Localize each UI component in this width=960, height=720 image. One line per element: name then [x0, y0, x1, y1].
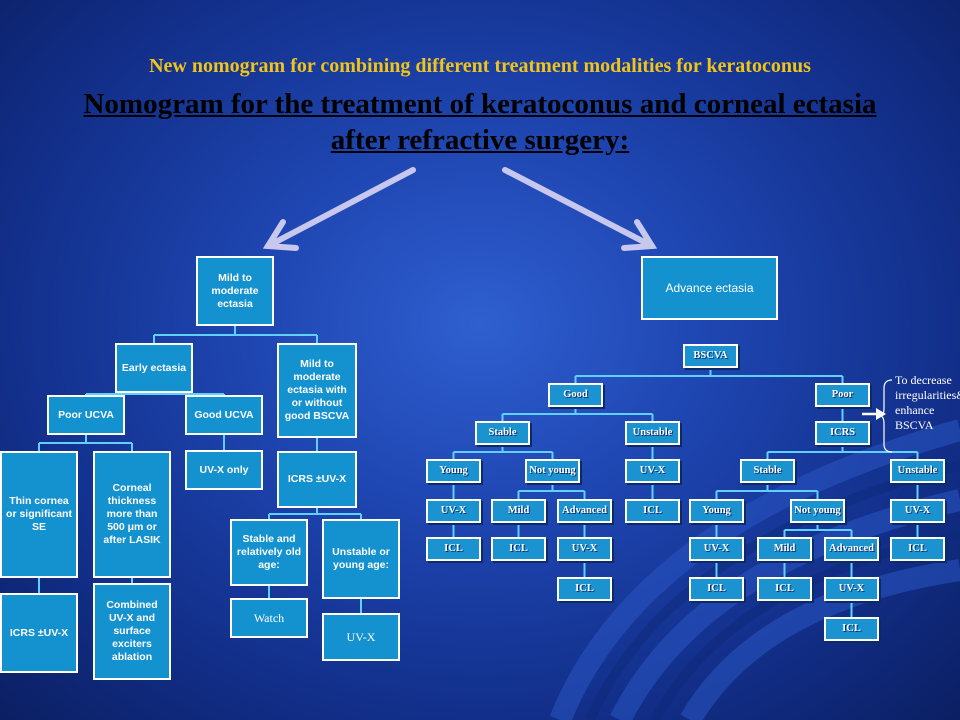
good-advanced-uvx-label: UV-X: [571, 543, 598, 554]
poor-mild-icl-label: ICL: [775, 583, 794, 594]
node-bscva: BSCVA: [683, 344, 738, 368]
connector-R_gstable: [452, 445, 554, 459]
good-advanced-icl-label: ICL: [575, 583, 594, 594]
poor-mild-label: Mild: [773, 543, 796, 554]
connector-R_pstable: [715, 483, 819, 499]
node-good-advanced: Advanced: [557, 499, 612, 523]
connector-R_gnotyoung: [517, 483, 586, 499]
node-poor: Poor: [815, 383, 870, 407]
good-unstable-label: Unstable: [632, 427, 673, 438]
node-poor-advanced-icl: ICL: [824, 617, 879, 641]
good-not-young-label: Not young: [529, 465, 576, 476]
node-poor-mild-icl: ICL: [757, 577, 812, 601]
node-poor-advanced-uvx: UV-X: [824, 577, 879, 601]
good-mild-icl-label: ICL: [509, 543, 528, 554]
node-combined-ablation: Combined UV-X and surface exciters ablat…: [93, 583, 171, 680]
node-uvx: UV-X: [322, 613, 400, 661]
node-icrs-uvx-1: ICRS ±UV-X: [0, 593, 78, 673]
node-unstable-young-age: Unstable or young age:: [322, 519, 400, 599]
good-unstable-uvx-label: UV-X: [639, 465, 666, 476]
poor-young-uvx-label: UV-X: [703, 543, 730, 554]
node-good-young: Young: [426, 459, 481, 483]
good-young-uvx-label: UV-X: [440, 505, 467, 516]
node-good-stable: Stable: [475, 421, 530, 445]
annotation-text: To decrease irregularities& enhance BSCV…: [895, 373, 960, 432]
connector-L_poor: [38, 435, 133, 451]
poor-advanced-uvx-label: UV-X: [838, 583, 865, 594]
node-good: Good: [548, 383, 603, 407]
bscva-label: BSCVA: [693, 350, 728, 361]
node-uvx-only: UV-X only: [185, 450, 263, 490]
node-good-unstable-uvx: UV-X: [625, 459, 680, 483]
annotation-brace: [880, 379, 893, 453]
connector-L_icrs2: [268, 508, 362, 519]
node-poor-stable: Stable: [740, 459, 795, 483]
node-good-young-icl: ICL: [426, 537, 481, 561]
slide-title: Nomogram for the treatment of keratoconu…: [83, 88, 877, 156]
poor-advanced-icl-label: ICL: [842, 623, 861, 634]
connector-R_good: [501, 407, 654, 421]
poor-label: Poor: [831, 389, 854, 400]
node-poor-unstable-uvx: UV-X: [890, 499, 945, 523]
slide-subtitle: New nomogram for combining different tre…: [149, 55, 811, 77]
node-mild-to-moderate-bscva: Mild to moderate ectasia with or without…: [277, 343, 357, 438]
good-mild-label: Mild: [507, 505, 530, 516]
connector-R_icrs: [766, 445, 919, 459]
node-good-not-young: Not young: [525, 459, 580, 483]
node-good-young-uvx: UV-X: [426, 499, 481, 523]
node-poor-young-uvx: UV-X: [689, 537, 744, 561]
poor-young-label: Young: [702, 505, 731, 516]
annotation-arrow: [862, 408, 886, 420]
node-poor-advanced: Advanced: [824, 537, 879, 561]
node-watch: Watch: [230, 598, 308, 638]
node-poor-unstable: Unstable: [890, 459, 945, 483]
node-stable-old-age: Stable and relatively old age:: [230, 519, 308, 586]
node-good-mild-icl: ICL: [491, 537, 546, 561]
node-poor-young: Young: [689, 499, 744, 523]
node-good-advanced-uvx: UV-X: [557, 537, 612, 561]
good-young-icl-label: ICL: [444, 543, 463, 554]
node-good-ucva: Good UCVA: [185, 395, 263, 435]
node-icrs-uvx-2: ICRS ±UV-X: [277, 451, 357, 508]
poor-young-icl-label: ICL: [707, 583, 726, 594]
poor-unstable-label: Unstable: [897, 465, 938, 476]
good-unstable-icl-label: ICL: [643, 505, 662, 516]
node-early-ectasia: Early ectasia: [115, 343, 193, 393]
right-arrow: [502, 167, 658, 251]
node-thin-cornea: Thin cornea or significant SE: [0, 451, 78, 578]
connector-R_bscva: [574, 368, 844, 383]
poor-unstable-icl-label: ICL: [908, 543, 927, 554]
good-young-label: Young: [439, 465, 468, 476]
node-good-unstable: Unstable: [625, 421, 680, 445]
node-poor-not-young: Not young: [790, 499, 845, 523]
node-poor-unstable-icl: ICL: [890, 537, 945, 561]
node-advance-ectasia: Advance ectasia: [641, 256, 778, 320]
poor-advanced-label: Advanced: [829, 543, 874, 554]
poor-unstable-uvx-label: UV-X: [904, 505, 931, 516]
icrs-label: ICRS: [829, 427, 856, 438]
good-stable-label: Stable: [488, 427, 517, 438]
connector-L_early: [85, 393, 225, 395]
left-arrow: [262, 167, 416, 251]
node-mild-to-moderate-ectasia: Mild to moderate ectasia: [196, 256, 274, 326]
good-label: Good: [563, 389, 588, 400]
node-good-unstable-icl: ICL: [625, 499, 680, 523]
node-good-advanced-icl: ICL: [557, 577, 612, 601]
connector-L_root: [153, 326, 318, 343]
node-good-mild: Mild: [491, 499, 546, 523]
node-poor-ucva: Poor UCVA: [47, 395, 125, 435]
node-poor-young-icl: ICL: [689, 577, 744, 601]
poor-stable-label: Stable: [753, 465, 782, 476]
good-advanced-label: Advanced: [562, 505, 607, 516]
poor-not-young-label: Not young: [794, 505, 841, 516]
connector-R_pnotyoung: [783, 523, 853, 537]
node-poor-mild: Mild: [757, 537, 812, 561]
node-icrs: ICRS: [815, 421, 870, 445]
node-corneal-thickness: Corneal thickness more than 500 μm or af…: [93, 451, 171, 578]
